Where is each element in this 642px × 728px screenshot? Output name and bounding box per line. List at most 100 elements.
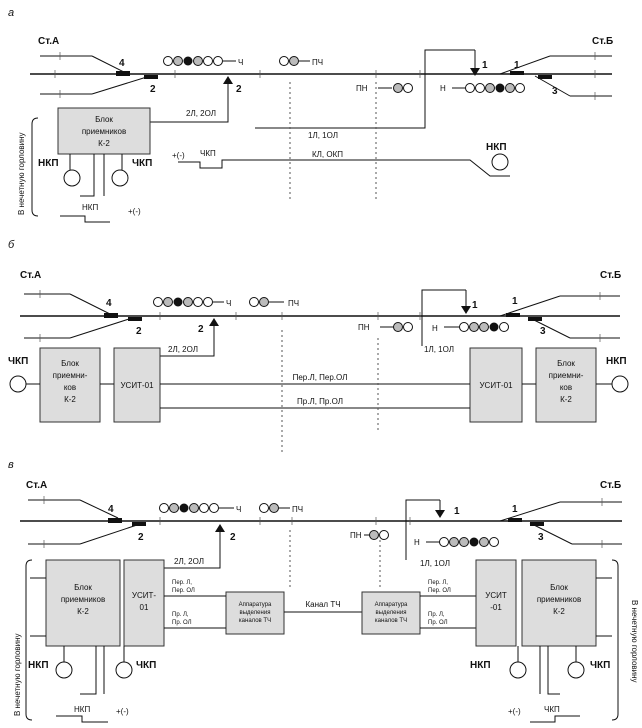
switch-1-number: 1: [514, 60, 520, 71]
signal-pn-c: ПН: [350, 530, 389, 540]
signal-2-number: 2: [236, 84, 242, 95]
lamp-chkp-b: [9, 375, 27, 393]
lamp-chkp-left-c: [115, 661, 133, 679]
plusminus-right-label-c: +(-): [508, 707, 521, 716]
switch-2-number: 2: [150, 84, 156, 95]
chkp-left-label-c: ЧКП: [136, 660, 156, 671]
wire-2l-label: 2Л, 2ОЛ: [186, 109, 216, 118]
signal-ch-b: Ч: [153, 297, 231, 308]
signal-ch-label-b: Ч: [226, 299, 231, 308]
plusminus-left-label-c: +(-): [116, 707, 129, 716]
panel-b-letter: б: [8, 239, 15, 251]
pr-left-line1: Пр. Л,: [172, 612, 189, 618]
receiver-right-b-line1: Блок: [557, 359, 575, 368]
signal-pch-label-c: ПЧ: [292, 505, 303, 514]
receiver-block-right-b: [535, 347, 597, 423]
receiver-block-a-line1: Блок: [95, 115, 113, 124]
wire-1l-label-c: 1Л, 1ОЛ: [420, 559, 450, 568]
lamp-chkp-right-c: [567, 661, 585, 679]
chkp-mid-label: ЧКП: [200, 149, 216, 158]
app-left-line2: выделения: [240, 610, 271, 616]
switch-point-4: [116, 71, 130, 76]
per-left-line1: Пер. Л,: [172, 580, 192, 586]
switch-3-number-b: 3: [540, 326, 546, 337]
side-note-left-c: В нечетную горловину: [13, 633, 22, 716]
side-note-right-c: В нечетную горловину: [630, 600, 639, 683]
station-b-label-c: Ст.Б: [600, 480, 621, 491]
nkp-right-label: НКП: [486, 142, 507, 153]
wire-2l-label-c: 2Л, 2ОЛ: [174, 557, 204, 566]
signal-2-number-c: 2: [230, 532, 236, 543]
receiver-block-left-c: [45, 559, 121, 647]
usit-left-c: [123, 559, 165, 647]
switch-2-number-c: 2: [138, 532, 144, 543]
switch-point-2: [144, 75, 158, 79]
switch-3-number: 3: [552, 86, 558, 97]
receiver-right-b-line4: К-2: [560, 395, 572, 404]
switch-1-number-b: 1: [512, 296, 518, 307]
signal-pn-label-b: ПН: [358, 323, 370, 332]
wire-per-label-b: Пер.Л, Пер.ОЛ: [293, 373, 348, 382]
receiver-right-c-line2: приемников: [537, 595, 581, 604]
nkp-right-label-c: НКП: [470, 660, 491, 671]
channel-equipment-right: [361, 591, 421, 635]
signal-n-label: Н: [440, 84, 446, 93]
signal-ch-c: Ч: [159, 503, 241, 514]
plusminus-bottom-label: +(-): [128, 207, 141, 216]
signal-ch: Ч: [163, 56, 243, 67]
app-left-line1: Аппаратура: [239, 602, 272, 608]
insulating-joints: [54, 52, 596, 100]
signal-pn-b: ПН: [358, 322, 413, 332]
usit-right-b: [469, 347, 523, 423]
receiver-left-b-line3: ков: [64, 383, 76, 392]
usit-right-c: [475, 559, 517, 647]
per-left-line2: Пер. ОЛ: [172, 588, 195, 594]
usit-left-b-label: УСИТ-01: [120, 381, 154, 390]
receiver-left-c-line1: Блок: [74, 583, 92, 592]
switch-1-number-c: 1: [512, 504, 518, 515]
switch-2-number-b: 2: [136, 326, 142, 337]
wire-kl: [178, 159, 510, 177]
nkp-label-b: НКП: [606, 356, 627, 367]
chkp-label-b: ЧКП: [8, 356, 28, 367]
receiver-left-c-line3: К-2: [77, 607, 89, 616]
receiver-right-b-line3: ков: [560, 383, 572, 392]
wire-2l: [150, 84, 229, 123]
switch-point-3: [538, 75, 552, 79]
wire-1l: [255, 49, 475, 129]
signal-2-arrow: [223, 76, 233, 84]
lamp-nkp-right-c: [509, 661, 527, 679]
plusminus-label: +(-): [172, 151, 185, 160]
wire-pr-label-b: Пр.Л, Пр.ОЛ: [297, 397, 343, 406]
receiver-right-c-line3: К-2: [553, 607, 565, 616]
lamp-nkp-left-c: [55, 661, 73, 679]
receiver-right-c-line1: Блок: [550, 583, 568, 592]
receiver-block-right-c: [521, 559, 597, 647]
channel-tch-label: Канал ТЧ: [305, 600, 340, 609]
usit-right-c-line2: -01: [490, 603, 502, 612]
receiver-block-a-line2: приемников: [82, 127, 126, 136]
signal-n-b: Н: [432, 322, 509, 333]
signal-n-label-b: Н: [432, 324, 438, 333]
pr-left-line2: Пр. ОЛ: [172, 620, 192, 626]
switch-3-number-c: 3: [538, 532, 544, 543]
usit-left-c-line1: УСИТ-: [132, 591, 156, 600]
receiver-left-c-line2: приемников: [61, 595, 105, 604]
switch-curve-3: [534, 75, 571, 97]
per-right-line1: Пер. Л,: [428, 580, 448, 586]
signal-1-number: 1: [482, 60, 488, 71]
signal-1-number-c: 1: [454, 506, 460, 517]
panel-a-letter: a: [8, 7, 14, 19]
panel-b: б Ст.А Ст.Б 4 2 2 1 1 3: [8, 239, 629, 455]
receiver-left-b-line4: К-2: [64, 395, 76, 404]
app-left-line3: каналов ТЧ: [239, 618, 271, 624]
signal-pn-label: ПН: [356, 84, 368, 93]
panel-a: a Ст.А Ст.Б 4 2 2 1 1 3: [8, 7, 613, 223]
signal-n: Н: [440, 83, 525, 93]
signal-pch-b: ПЧ: [249, 297, 299, 308]
signal-ch-label-c: Ч: [236, 505, 241, 514]
station-a-label: Ст.А: [38, 36, 59, 47]
wire-kl-label: КЛ, ОКП: [312, 150, 343, 159]
station-b-label-b: Ст.Б: [600, 270, 621, 281]
